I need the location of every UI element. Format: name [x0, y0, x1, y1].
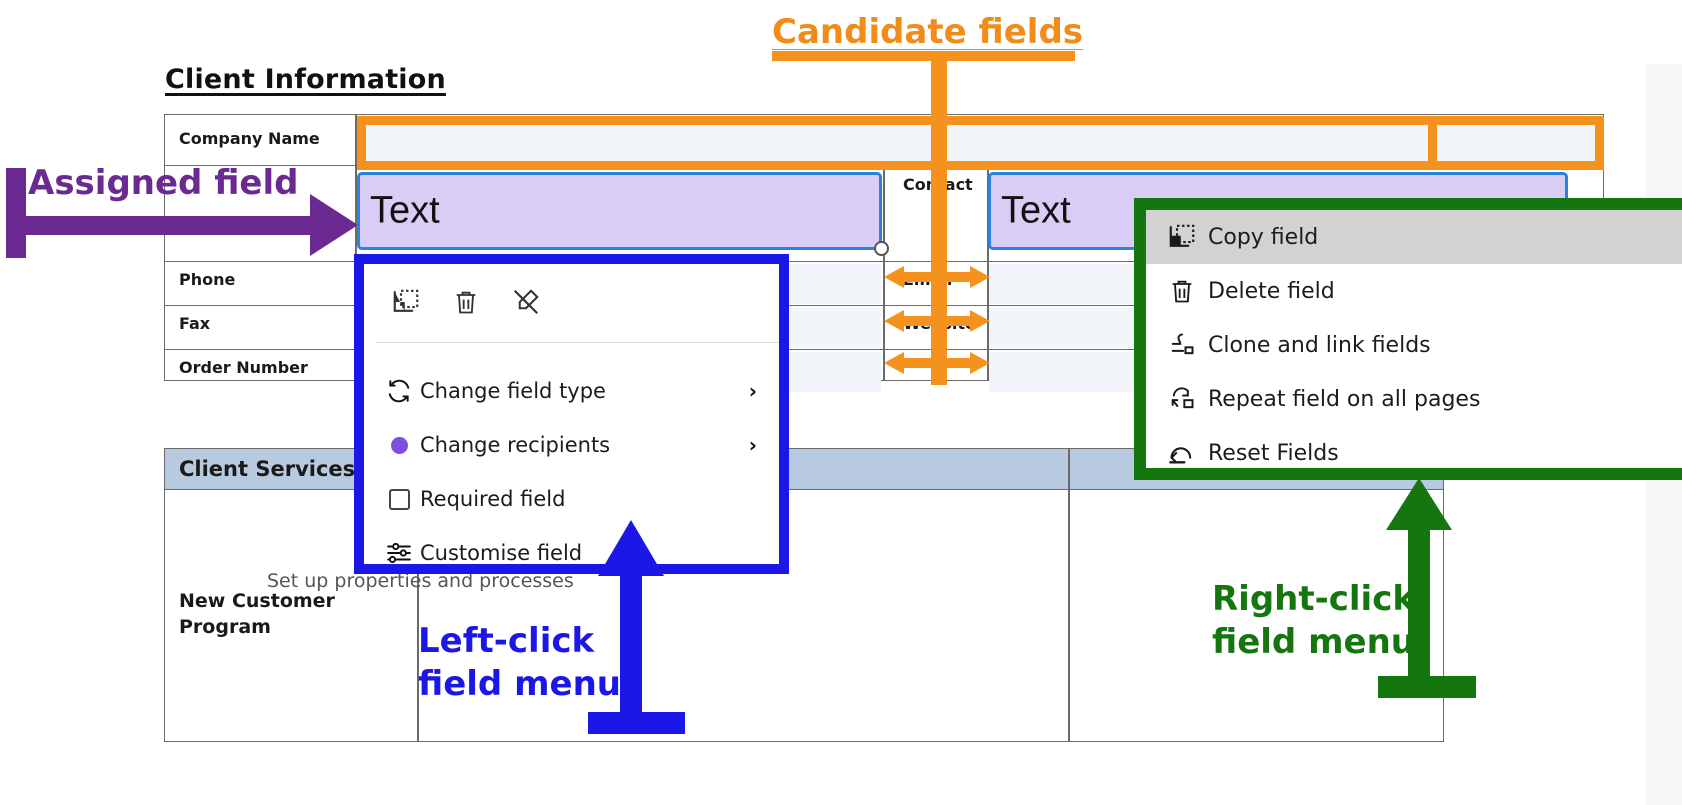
annotation-candidate-underline — [772, 51, 1075, 61]
stamp-icon — [1156, 331, 1208, 359]
annotation-leftclick-line1: Left-click — [418, 621, 595, 661]
trash-icon — [1156, 277, 1208, 305]
table-column-divider — [987, 166, 989, 380]
annotation-rightclick-arrowhead — [1386, 478, 1452, 530]
table-column-divider — [417, 449, 419, 741]
refresh-icon — [378, 378, 420, 404]
annotation-rightclick-label: Right-click field menu — [1212, 578, 1415, 663]
repeat-icon — [1156, 385, 1208, 413]
menu-item-required-field[interactable]: Required field — [364, 477, 779, 521]
annotation-assigned-arrowhead — [310, 194, 358, 256]
annotation-leftclick-stem — [620, 571, 642, 723]
recipient-dot-icon — [378, 436, 420, 454]
menu-divider — [376, 342, 779, 343]
annotation-leftclick-line2: field menu — [418, 663, 621, 704]
chevron-right-icon: › — [748, 433, 757, 457]
label-order-number: Order Number — [179, 358, 308, 377]
annotation-leftclick-foot — [588, 712, 685, 734]
header-client-services: Client Services — [179, 457, 356, 481]
undo-icon — [1156, 439, 1208, 467]
menu-item-label: Change field type — [420, 379, 606, 403]
table-column-divider — [883, 166, 885, 380]
row-label-line: New Customer — [179, 590, 335, 612]
annotation-candidate-highlight-company-right — [1437, 116, 1604, 170]
label-phone: Phone — [179, 270, 236, 289]
context-item-reset-fields[interactable]: Reset Fields — [1146, 426, 1682, 480]
annotation-rightclick-line1: Right-click — [1212, 579, 1415, 619]
label-company-name: Company Name — [179, 129, 320, 148]
context-item-label: Clone and link fields — [1208, 332, 1431, 358]
page-title: Client Information — [165, 64, 446, 95]
menu-item-customise-field[interactable]: Customise field — [364, 531, 779, 575]
context-item-label: Repeat field on all pages — [1208, 386, 1481, 412]
annotation-assigned-shaft — [6, 216, 319, 235]
label-fax: Fax — [179, 314, 211, 333]
context-item-clone-and-link-fields[interactable]: Clone and link fields — [1146, 318, 1682, 372]
menu-item-label: Customise field — [420, 541, 583, 565]
menu-item-change-field-type[interactable]: Change field type › — [364, 369, 779, 413]
annotation-candidate-stem — [931, 57, 947, 385]
assigned-field-company[interactable]: Text — [357, 172, 882, 250]
left-click-menu-panel: Change field type › Change recipients › … — [364, 264, 779, 565]
menu-item-label: Change recipients — [420, 433, 611, 457]
field-resize-handle[interactable] — [874, 241, 889, 256]
left-click-menu-toolbar — [390, 286, 542, 318]
annotation-rightclick-foot — [1378, 676, 1476, 698]
copy-field-icon — [1156, 222, 1208, 252]
assigned-field-contact-value: Text — [1001, 189, 1071, 232]
annotation-rightclick-line2: field menu — [1212, 621, 1415, 662]
assigned-field-company-value: Text — [370, 189, 440, 232]
annotation-assigned-field-label: Assigned field — [28, 163, 299, 203]
context-item-label: Delete field — [1208, 278, 1335, 304]
context-item-label: Copy field — [1208, 224, 1319, 250]
menu-item-label: Required field — [420, 487, 566, 511]
context-item-label: Reset Fields — [1208, 440, 1339, 466]
row-label-line: Program — [179, 615, 271, 638]
context-item-repeat-field-on-all-pages[interactable]: Repeat field on all pages — [1146, 372, 1682, 426]
annotation-rightclick-stem — [1408, 510, 1430, 688]
checkbox-icon[interactable] — [378, 488, 420, 510]
right-click-field-menu[interactable]: Copy field Delete field Clone and link f… — [1134, 198, 1682, 480]
menu-item-change-recipients[interactable]: Change recipients › — [364, 423, 779, 467]
annotation-arrow-extra — [884, 350, 990, 376]
copy-field-icon[interactable] — [390, 286, 422, 318]
annotation-candidate-fields-label: Candidate fields — [772, 12, 1084, 52]
table-column-divider — [1068, 449, 1070, 741]
annotation-arrow-email — [884, 264, 990, 290]
context-item-delete-field[interactable]: Delete field — [1146, 264, 1682, 318]
context-item-copy-field[interactable]: Copy field — [1146, 210, 1682, 264]
delete-field-icon[interactable] — [450, 286, 482, 318]
sliders-icon — [378, 540, 420, 566]
annotation-arrow-website — [884, 308, 990, 334]
left-click-field-menu[interactable]: Change field type › Change recipients › … — [354, 254, 789, 574]
chevron-right-icon: › — [748, 379, 757, 403]
annotation-leftclick-label: Left-click field menu — [418, 620, 621, 705]
bullet-set-up-properties: Set up properties and processes — [267, 570, 574, 592]
unassign-field-icon[interactable] — [510, 286, 542, 318]
annotation-candidate-highlight-company — [357, 116, 1437, 170]
annotation-assigned-stem — [6, 168, 26, 258]
right-click-menu-panel: Copy field Delete field Clone and link f… — [1146, 210, 1682, 468]
annotation-leftclick-arrowhead — [598, 520, 664, 576]
